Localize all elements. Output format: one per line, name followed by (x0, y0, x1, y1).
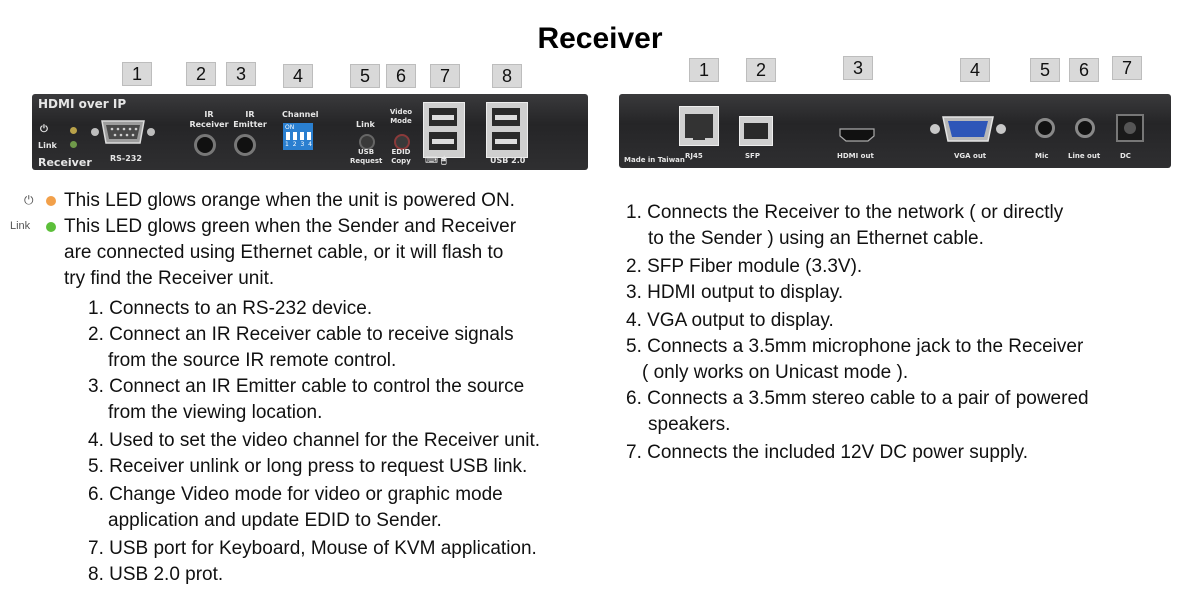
usb20-ports (486, 102, 528, 158)
line-out-label: Line out (1068, 152, 1101, 160)
sfp-label: SFP (745, 152, 760, 160)
mic-label: Mic (1035, 152, 1049, 160)
power-led (70, 127, 77, 134)
keyboard-mouse-icon: ⌨ 🖱 (425, 156, 447, 166)
channel-dip-switch: ON 1 2 3 4 (283, 123, 313, 150)
rear-callout-7: 7 (1112, 56, 1142, 80)
callout-2: 2 (186, 62, 216, 86)
ir-receiver-label: IR Receiver (189, 110, 229, 129)
link-button-label: Link (356, 120, 375, 129)
video-mode-label: Video Mode (389, 108, 413, 125)
rear-list-item-5-cont: ( only works on Unicast mode ). (642, 362, 909, 383)
callout-5: 5 (350, 64, 380, 88)
link-led-description-3: try find the Receiver unit. (64, 268, 275, 289)
callout-4: 4 (283, 64, 313, 88)
link-led-description-2: are connected using Ethernet cable, or i… (64, 242, 504, 263)
list-item-6: 6. Change Video mode for video or graphi… (88, 484, 503, 505)
rear-list-item-1: 1. Connects the Receiver to the network … (626, 202, 1064, 223)
rear-callout-6: 6 (1069, 58, 1099, 82)
power-symbol-icon: ⏻ (24, 193, 34, 207)
dip-on-label: ON (285, 124, 295, 131)
link-led-indicator (46, 222, 56, 232)
link-led-label: Link (38, 141, 57, 150)
link-led-legend-label: Link (10, 220, 31, 232)
rear-callout-5: 5 (1030, 58, 1060, 82)
rear-callout-4: 4 (960, 58, 990, 82)
edid-copy-label: EDID Copy (391, 148, 411, 165)
page-title: Receiver (537, 22, 663, 55)
list-item-3-cont: from the viewing location. (108, 402, 323, 423)
power-led-description: This LED glows orange when the unit is p… (64, 190, 515, 211)
dc-jack (1116, 114, 1144, 142)
link-led-description-1: This LED glows green when the Sender and… (64, 216, 517, 237)
receiver-rear-panel: Made in Taiwan RJ45 SFP HDMI out VGA out… (619, 94, 1171, 168)
rear-callout-2: 2 (746, 58, 776, 82)
model-label: Receiver (38, 156, 92, 169)
dc-label: DC (1120, 152, 1131, 160)
rear-list-item-7: 7. Connects the included 12V DC power su… (626, 442, 1029, 463)
dip-numbers: 1 2 3 4 (285, 141, 313, 148)
rj45-port (679, 106, 719, 146)
list-item-3: 3. Connect an IR Emitter cable to contro… (88, 376, 525, 397)
rs232-label: RS-232 (110, 154, 142, 163)
power-icon: ⏻ (40, 124, 48, 135)
vga-out-label: VGA out (954, 152, 987, 160)
list-item-6-cont: application and update EDID to Sender. (108, 510, 442, 531)
usb-request-label: USB Request (350, 148, 383, 165)
video-mode-button[interactable] (394, 134, 410, 150)
hdmi-port (839, 128, 875, 142)
sfp-port (739, 116, 773, 146)
rear-list-item-6: 6. Connects a 3.5mm stereo cable to a pa… (626, 388, 1089, 409)
rear-callout-3: 3 (843, 56, 873, 80)
rs232-port (90, 116, 156, 148)
vga-port (929, 114, 1007, 144)
callout-3: 3 (226, 62, 256, 86)
callout-8: 8 (492, 64, 522, 88)
list-item-7: 7. USB port for Keyboard, Mouse of KVM a… (88, 538, 537, 559)
brand-label: HDMI over IP (38, 97, 127, 111)
list-item-5: 5. Receiver unlink or long press to requ… (88, 456, 528, 477)
callout-1: 1 (122, 62, 152, 86)
link-led (70, 141, 77, 148)
made-in-label: Made in Taiwan (624, 156, 685, 164)
list-item-4: 4. Used to set the video channel for the… (88, 430, 541, 451)
rear-list-item-1-cont: to the Sender ) using an Ethernet cable. (648, 228, 984, 249)
list-item-1: 1. Connects to an RS-232 device. (88, 298, 373, 319)
link-button[interactable] (359, 134, 375, 150)
rear-list-item-5: 5. Connects a 3.5mm microphone jack to t… (626, 336, 1084, 357)
line-out-jack (1075, 118, 1095, 138)
mic-jack (1035, 118, 1055, 138)
rear-list-item-2: 2. SFP Fiber module (3.3V). (626, 256, 863, 277)
list-item-2: 2. Connect an IR Receiver cable to recei… (88, 324, 514, 345)
power-led-indicator (46, 196, 56, 206)
channel-label: Channel (282, 110, 319, 119)
rear-list-item-3: 3. HDMI output to display. (626, 282, 844, 303)
callout-6: 6 (386, 64, 416, 88)
rear-callout-1: 1 (689, 58, 719, 82)
list-item-2-cont: from the source IR remote control. (108, 350, 397, 371)
rear-list-item-4: 4. VGA output to display. (626, 310, 834, 331)
ir-emitter-label: IR Emitter (233, 110, 267, 129)
rear-list-item-6-cont: speakers. (648, 414, 731, 435)
ir-receiver-jack (194, 134, 216, 156)
receiver-front-panel: HDMI over IP Receiver ⏻ Link RS-232 IR R… (32, 94, 588, 170)
usb-kvm-ports (423, 102, 465, 158)
ir-emitter-jack (234, 134, 256, 156)
list-item-8: 8. USB 2.0 prot. (88, 564, 224, 585)
hdmi-out-label: HDMI out (837, 152, 874, 160)
usb20-label: USB 2.0 (490, 156, 526, 165)
callout-7: 7 (430, 64, 460, 88)
rj45-label: RJ45 (685, 152, 703, 160)
